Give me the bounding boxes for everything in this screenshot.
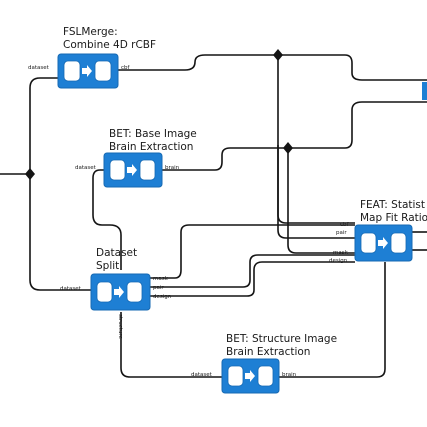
fslmerge-port-in: dataset — [28, 65, 50, 71]
bet-base-port-in: dataset — [75, 165, 97, 171]
bet-structure-title-line1: BET: Structure Image — [226, 333, 337, 345]
feat-port-pair: pair — [336, 230, 347, 236]
arrow-right-icon — [378, 237, 388, 249]
wire-split-design — [150, 261, 355, 297]
node-bet-structure[interactable]: BET: Structure Image Brain Extraction da… — [191, 333, 337, 394]
fslmerge-title-line1: FSLMerge: — [63, 26, 118, 38]
feat-port-mask: mask — [333, 250, 349, 256]
bet-structure-port-out: brain — [282, 372, 297, 378]
node-dataset-split[interactable]: Dataset Split dataset mask pair design s… — [60, 247, 172, 340]
offscreen-node-top[interactable] — [422, 82, 427, 100]
feat-title-line2: Map Fit Ratio — [360, 212, 427, 224]
wire-split-structure — [120, 312, 222, 378]
cylinder-in-icon — [227, 365, 244, 387]
cylinder-in-icon — [360, 232, 377, 254]
arrow-right-icon — [114, 286, 124, 298]
dataset-split-port-pair: pair — [153, 285, 164, 291]
wire-betstructure-brain — [279, 262, 386, 378]
arrow-right-icon — [245, 370, 255, 382]
wire-betbase-brain — [162, 101, 427, 171]
bet-base-port-out: brain — [165, 165, 180, 171]
cylinder-out-icon — [94, 60, 112, 82]
junctions — [25, 49, 293, 180]
wire-cbf-down — [277, 55, 355, 239]
arrow-right-icon — [127, 164, 137, 176]
node-fslmerge[interactable]: FSLMerge: Combine 4D rCBF dataset cbf — [28, 26, 156, 89]
dataset-split-port-design: design — [153, 294, 172, 300]
wire-input-trunk — [29, 77, 91, 291]
junction-input — [25, 168, 35, 180]
bet-base-title-line1: BET: Base Image — [109, 128, 197, 140]
wire-betbase-to-feat — [287, 148, 355, 254]
feat-port-cbf: cbf — [340, 222, 350, 228]
dataset-split-title-line2: Split — [96, 260, 119, 272]
wire-fslmerge-cbf — [118, 54, 427, 81]
cylinder-in-icon — [63, 60, 81, 82]
wire-split-mask — [150, 224, 355, 279]
cylinder-in-icon — [109, 159, 126, 181]
dataset-split-port-mask: mask — [153, 276, 169, 282]
fslmerge-port-out: cbf — [121, 65, 131, 71]
feat-port-design: design — [329, 258, 348, 264]
bet-structure-port-in: dataset — [191, 372, 213, 378]
bet-structure-title-line2: Brain Extraction — [226, 346, 310, 358]
bet-base-title-line2: Brain Extraction — [109, 141, 193, 153]
cylinder-out-icon — [390, 232, 407, 254]
cylinder-out-icon — [139, 159, 156, 181]
cylinder-in-icon — [96, 281, 113, 303]
cylinder-out-icon — [126, 281, 143, 303]
feat-title-line1: FEAT: Statist — [360, 199, 425, 211]
arrow-right-icon — [82, 65, 92, 77]
dataset-split-title-line1: Dataset — [96, 247, 137, 259]
node-feat[interactable]: FEAT: Statist Map Fit Ratio cbf pair mas… — [329, 199, 427, 264]
dataset-split-port-structure: structure — [117, 314, 123, 340]
dataset-split-port-in: dataset — [60, 286, 82, 292]
wire-split-pair — [150, 254, 355, 288]
connections — [0, 54, 427, 378]
wire-cbf-to-feat-cbf — [277, 145, 355, 224]
junction-brain — [283, 142, 293, 154]
wire-split-to-betbase — [92, 169, 122, 270]
node-bet-base[interactable]: BET: Base Image Brain Extraction dataset… — [75, 128, 197, 188]
junction-cbf — [273, 49, 283, 61]
cylinder-out-icon — [257, 365, 274, 387]
fslmerge-title-line2: Combine 4D rCBF — [63, 39, 156, 51]
